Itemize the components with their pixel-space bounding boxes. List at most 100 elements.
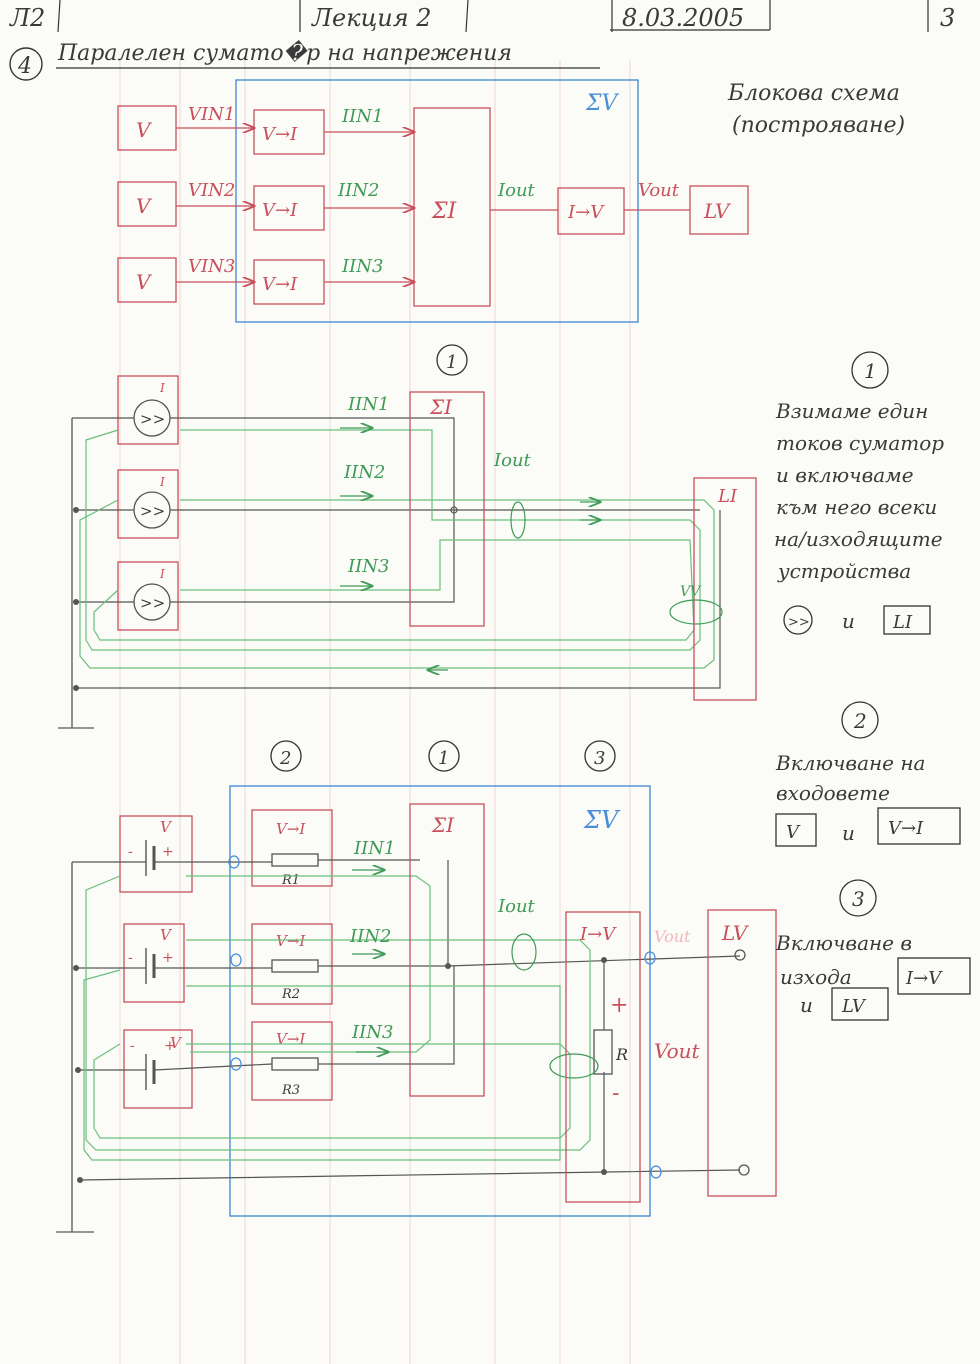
d3-i-to-v-box [565,911,641,1203]
header-lecture: Лекция 2 [311,4,432,32]
d2-src-sym-2: >> [140,502,165,520]
iin3-label: IIN3 [341,256,383,277]
d2-source-box-3 [117,561,179,631]
sigma-i-box [413,107,491,307]
resistor-icon-3 [271,1057,319,1071]
note3-conj: и [800,993,813,1017]
d2-vv-label: VV [680,584,702,600]
d2-src-tag-1: I [159,381,165,395]
d3-src2-minus: - [128,950,133,966]
d2-circle-label: 1 [446,352,457,373]
vin3-label: VIN3 [188,256,235,277]
d3-v-to-i-label-3: V→I [276,1030,306,1048]
d3-src-label-2: V [160,926,173,944]
diagram-current-summer: 1 I I I >> >> >> [58,344,757,729]
vout-label: Vout [638,180,680,201]
note1-line5: на/изходящите [774,527,943,551]
d2-load-box [693,477,757,701]
note2-conj: и [842,821,855,845]
iin1-label: IIN1 [341,106,383,127]
d2-source-box-1 [117,375,179,445]
d2-iin1-label: IIN1 [347,394,389,415]
d3-src3-minus: - [130,1038,135,1054]
d2-iin2-label: IIN2 [343,462,385,483]
note1-line4: към него всеки [776,495,937,519]
note3-line2: изхода [780,965,852,989]
d2-load-label: LI [717,486,738,507]
d3-v-to-i-label-1: V→I [276,820,306,838]
d2-sigma-i-box [409,391,485,627]
v-to-i-label-3: V→I [262,274,298,295]
d2-src-sym-3: >> [140,594,165,612]
load-lv-label: LV [703,199,732,223]
note1-line6: устройства [777,559,911,583]
d3-iin1-label: IIN1 [353,838,395,859]
i-to-v-label: I→V [567,202,605,223]
d2-sigma-i-label: ΣI [429,395,453,419]
d2-src-sym-1: >> [140,410,165,428]
note2-num: 2 [853,709,867,733]
note1-line2: токов суматор [776,431,944,455]
d3-src2-plus: + [162,950,174,966]
iin2-label: IIN2 [337,180,379,201]
d3-source-box-1 [119,815,193,893]
source-label-1: V [136,118,153,142]
sigma-i-label: ΣI [431,199,458,224]
load-lv-box [689,185,749,235]
iout-label: Iout [497,180,536,201]
d3-load-label: LV [721,921,750,945]
note-step-2: 2 Включване на входовете V и V→I [775,701,961,847]
note2-box2: V→I [888,818,924,839]
note1-sym1: >> [788,615,810,630]
d3-iout-label: Iout [497,896,536,917]
note-step-1: 1 Взимаме един токов суматор и включваме… [774,351,944,635]
d3-source-box-2 [123,923,185,1003]
d2-src-tag-2: I [159,475,165,489]
battery-icon-3 [145,1054,156,1090]
note1-line3: и включваме [776,463,914,487]
d3-src1-plus: + [162,844,174,860]
d3-r3-label: R3 [281,1083,300,1098]
note3-line1: Включване в [775,931,912,955]
note3-box2: LV [841,996,867,1017]
source-label-2: V [136,194,153,218]
d3-r2-label: R2 [281,987,300,1002]
d3-vout-label: Vout [654,1039,701,1063]
d3-src3-plus: + [164,1038,176,1054]
note1-sym2: LI [892,612,913,633]
d3-r-label: R [615,1045,628,1064]
note1-line1: Взимаме един [775,399,928,423]
note3-num: 3 [852,887,865,911]
d2-iin3-label: IIN3 [347,556,389,577]
d3-circle-3: 3 [594,748,605,769]
diagram-block-scheme: ΣV V V V VIN1 VIN2 VIN3 V→I V→I V→I IIN1… [117,79,749,323]
d3-v-to-i-box-1 [251,809,333,887]
d3-src-label-3: V [170,1034,183,1052]
d2-src-tag-3: I [159,567,165,581]
d3-minus-sign: - [612,1081,619,1106]
source-label-3: V [136,270,153,294]
d3-v-to-i-label-2: V→I [276,932,306,950]
d3-src1-minus: - [128,844,133,860]
note1-conj: и [842,609,855,633]
d3-sigma-v-box [229,785,651,1217]
d3-sigma-i-label: ΣI [431,813,455,837]
header-date: 8.03.2005 [622,4,744,32]
block-note-line2: (построяване) [732,113,905,138]
title-number: 4 [17,54,32,79]
note2-line1: Включване на [775,751,925,775]
note1-num: 1 [864,359,877,383]
d3-plus-sign: + [610,993,628,1018]
v-to-i-label-2: V→I [262,200,298,221]
d3-i-to-v-label: I→V [579,924,617,945]
v-to-i-label-1: V→I [262,124,298,145]
block-note-line1: Блокова схема [727,81,900,106]
vin2-label: VIN2 [188,180,235,201]
d3-iin3-label: IIN3 [351,1022,393,1043]
d3-vout-top-label: Vout [654,927,691,946]
d3-sigma-i-box [409,803,485,1097]
i-to-v-box [557,187,625,235]
sigma-v-label: ΣV [585,91,620,116]
